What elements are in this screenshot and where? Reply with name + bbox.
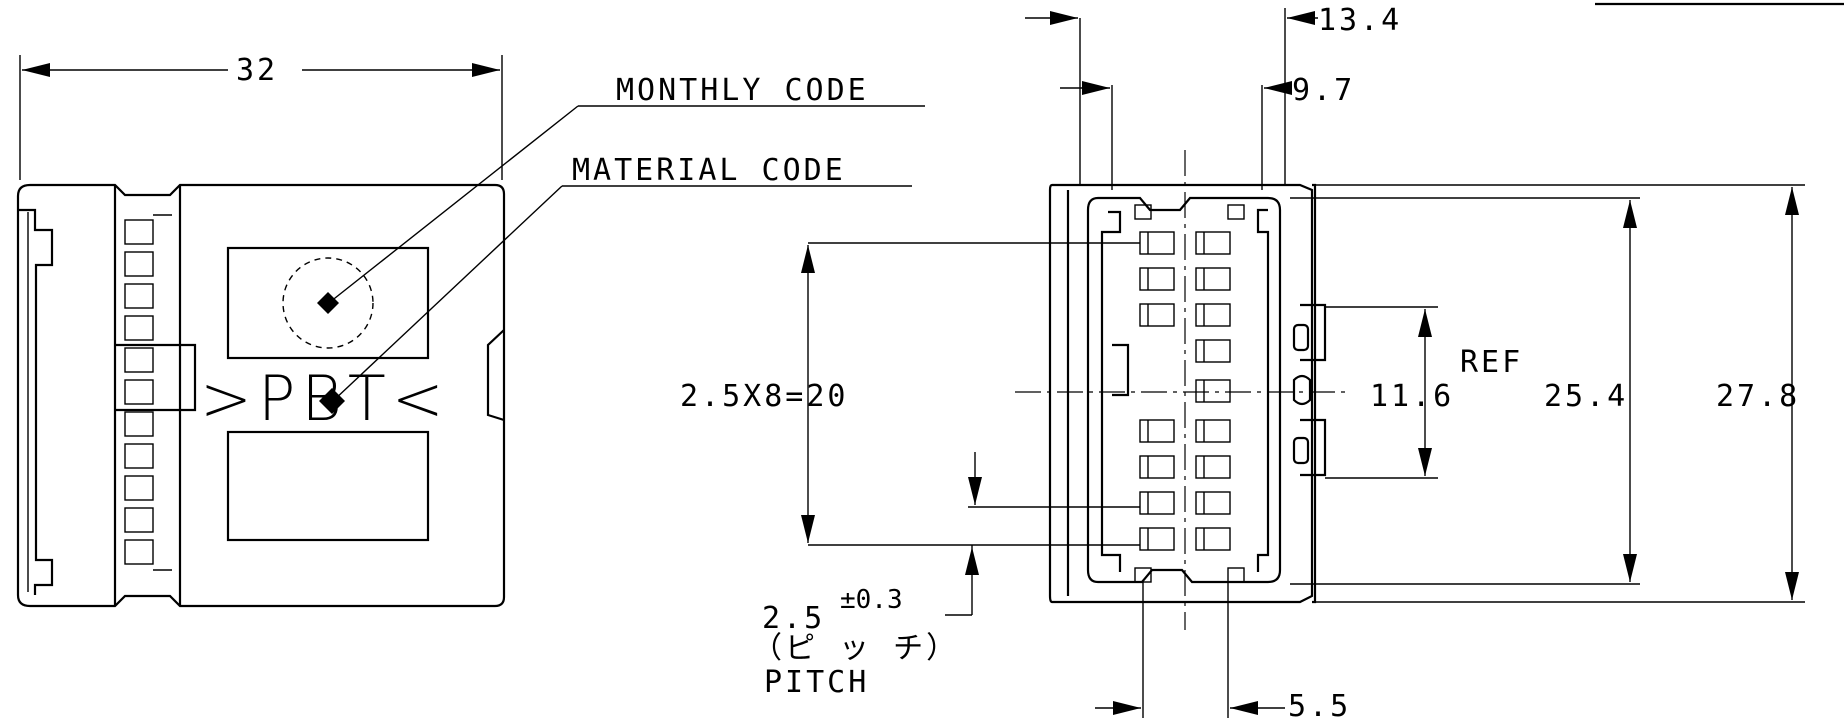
- outer-height-label: 27.8: [1716, 379, 1800, 414]
- span-dimension-label: 2.5X8=20: [680, 379, 849, 414]
- monthly-code-area: [226, 246, 430, 360]
- monthly-code-marker: [317, 292, 339, 314]
- pitch-en-label: PITCH: [764, 665, 869, 700]
- blank-label-area: [226, 430, 430, 542]
- bottom-pitch-label: 5.5: [1288, 689, 1351, 718]
- pitch-top-label: 13.4: [1318, 3, 1402, 38]
- material-code-marker: [319, 388, 345, 414]
- pitch-value-label: 2.5: [762, 601, 825, 636]
- front-view: 13.4 9.7: [680, 2, 1844, 718]
- top-view: 32: [16, 53, 925, 608]
- inner-height-label: 25.4: [1544, 379, 1628, 414]
- pitch-tolerance-label: ±0.3: [840, 585, 903, 615]
- monthly-code-circle: [282, 257, 374, 349]
- width-dimension-label: 32: [236, 53, 278, 88]
- ref-value-label: 11.6: [1370, 379, 1454, 414]
- monthly-code-callout: MONTHLY CODE: [616, 73, 869, 108]
- pitch-jp-label: （ピ ッ チ）: [752, 631, 959, 666]
- pitch-top-inner-label: 9.7: [1292, 73, 1355, 108]
- ref-label: REF: [1460, 345, 1523, 380]
- material-code-callout: MATERIAL CODE: [572, 153, 846, 188]
- terminal-column: [124, 214, 172, 571]
